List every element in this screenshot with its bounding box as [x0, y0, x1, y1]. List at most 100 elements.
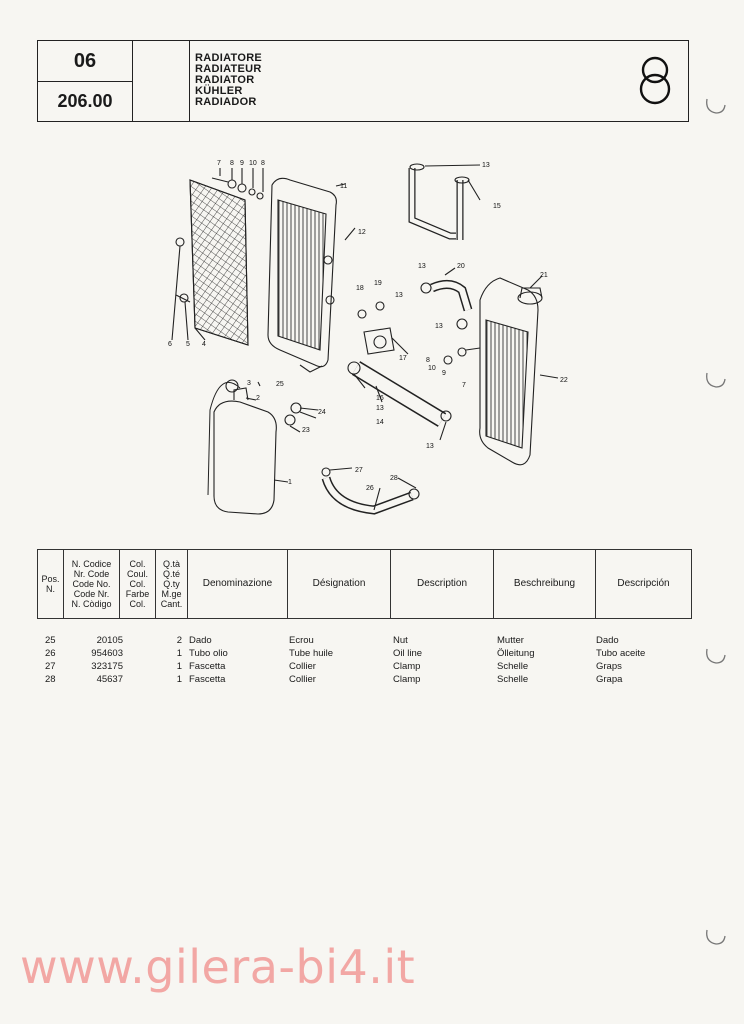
callout: 19 — [374, 280, 382, 287]
row-qty: 2 — [176, 635, 182, 646]
callout: 7 — [462, 382, 466, 389]
header-line: Col. — [129, 599, 146, 609]
callout: 13 — [426, 443, 434, 450]
title-es: RADIADOR — [195, 96, 257, 108]
row-de: Schelle — [497, 674, 529, 685]
row-de: Mutter — [497, 635, 524, 646]
callout: 22 — [560, 377, 568, 384]
radiator-grille — [189, 179, 249, 346]
header-line: Nr. Code — [73, 569, 110, 579]
header-french: Désignation — [288, 550, 391, 618]
callout: 14 — [376, 419, 384, 426]
row-code: 954603 — [91, 648, 123, 659]
header-line: N. — [46, 584, 55, 594]
title-fr: RADIATEUR — [195, 63, 262, 75]
callout: 24 — [318, 409, 326, 416]
header-color: Col. Coul. Col. Farbe Col. — [120, 550, 156, 618]
exploded-parts-diagram: 7 8 9 10 8 11 12 13 15 13 20 21 18 19 13… — [168, 160, 568, 515]
callout: 15 — [493, 203, 501, 210]
callout: 12 — [358, 229, 366, 236]
header-line: Q.ty — [163, 579, 180, 589]
callout: 1 — [288, 479, 292, 486]
row-qty: 1 — [176, 661, 182, 672]
row-pos: 25 — [45, 635, 56, 646]
header-line: N. Còdigo — [71, 599, 112, 609]
table-row: 28 45637 1 Fascetta Collier Clamp Schell… — [37, 673, 692, 686]
row-en: Clamp — [393, 674, 421, 685]
header-spanish: Descripción — [617, 578, 670, 589]
header-line: Farbe — [125, 589, 150, 599]
row-de: Ölleitung — [497, 648, 535, 659]
row-it: Fascetta — [189, 661, 226, 672]
row-it: Dado — [189, 635, 212, 646]
row-code: 323175 — [91, 661, 123, 672]
callout: 9 — [442, 370, 446, 377]
callout: 13 — [376, 405, 384, 412]
callout: 18 — [356, 285, 364, 292]
header-line: Col. — [129, 579, 146, 589]
callout: 11 — [340, 183, 347, 190]
header-pos: Pos. N. — [38, 550, 64, 618]
callout: 5 — [186, 341, 190, 348]
header-line: Col. — [129, 559, 146, 569]
callout: 25 — [276, 381, 284, 388]
row-qty: 1 — [176, 648, 182, 659]
header-blank-cell — [133, 41, 190, 121]
callout: 26 — [366, 485, 374, 492]
section-titles: RADIATORE RADIATEUR RADIATOR KÜHLER RADI… — [195, 53, 495, 108]
callout: 2 — [256, 395, 260, 402]
row-es: Graps — [596, 661, 622, 672]
title-en: RADIATOR — [195, 74, 255, 86]
parts-table-header: Pos. N. N. Codice Nr. Code Code No. Code… — [37, 549, 692, 619]
row-en: Clamp — [393, 661, 421, 672]
callout: 13 — [418, 263, 426, 270]
row-qty: 1 — [176, 674, 182, 685]
row-code: 20105 — [96, 635, 123, 646]
callout: 8 — [261, 160, 265, 167]
header-line: Code Nr. — [73, 589, 110, 599]
title-it: RADIATORE — [195, 52, 263, 64]
expansion-tank — [207, 379, 277, 515]
binder-hole-icon — [706, 929, 726, 945]
header-code: N. Codice Nr. Code Code No. Code Nr. N. … — [64, 550, 120, 618]
callout: 13 — [482, 162, 490, 169]
header-line: M.ge — [161, 589, 182, 599]
left-radiator — [267, 177, 337, 368]
callout: 7 — [217, 160, 221, 167]
header-line: Cant. — [160, 599, 183, 609]
row-de: Schelle — [497, 661, 529, 672]
header-line: N. Codice — [71, 559, 112, 569]
row-pos: 27 — [45, 661, 56, 672]
header-german: Beschreibung — [494, 550, 596, 618]
right-radiator — [479, 277, 543, 466]
header-line: Q.tà — [162, 559, 180, 569]
site-watermark: www.gilera-bi4.it — [20, 940, 416, 994]
callout: 13 — [435, 323, 443, 330]
callout: 8 — [230, 160, 234, 167]
table-code: 206.00 — [38, 82, 133, 121]
row-es: Grapa — [596, 674, 623, 685]
callout: 17 — [399, 355, 407, 362]
header-english: Description — [391, 550, 494, 618]
row-code: 45637 — [96, 674, 123, 685]
header-qty: Q.tà Q.té Q.ty M.ge Cant. — [156, 550, 188, 618]
table-row: 27 323175 1 Fascetta Collier Clamp Schel… — [37, 660, 692, 673]
row-pos: 26 — [45, 648, 56, 659]
binder-hole-icon — [706, 98, 726, 114]
header-line: Coul. — [126, 569, 148, 579]
row-pos: 28 — [45, 674, 56, 685]
row-it: Tubo olio — [189, 648, 228, 659]
table-row: 26 954603 1 Tubo olio Tube huile Oil lin… — [37, 647, 692, 660]
row-en: Nut — [393, 635, 408, 646]
callout: 13 — [395, 292, 403, 299]
row-en: Oil line — [393, 648, 423, 659]
row-es: Tubo aceite — [596, 648, 646, 659]
callout: 16 — [376, 395, 384, 402]
callout: 4 — [202, 341, 206, 348]
group-number: 06 — [38, 41, 133, 82]
header-italian: Denominazione — [188, 550, 288, 618]
table-row: 25 20105 2 Dado Ecrou Nut Mutter Dado — [37, 634, 692, 647]
callout: 3 — [247, 380, 251, 387]
callout: 10 — [428, 365, 436, 372]
header-line: Pos. — [41, 574, 60, 584]
